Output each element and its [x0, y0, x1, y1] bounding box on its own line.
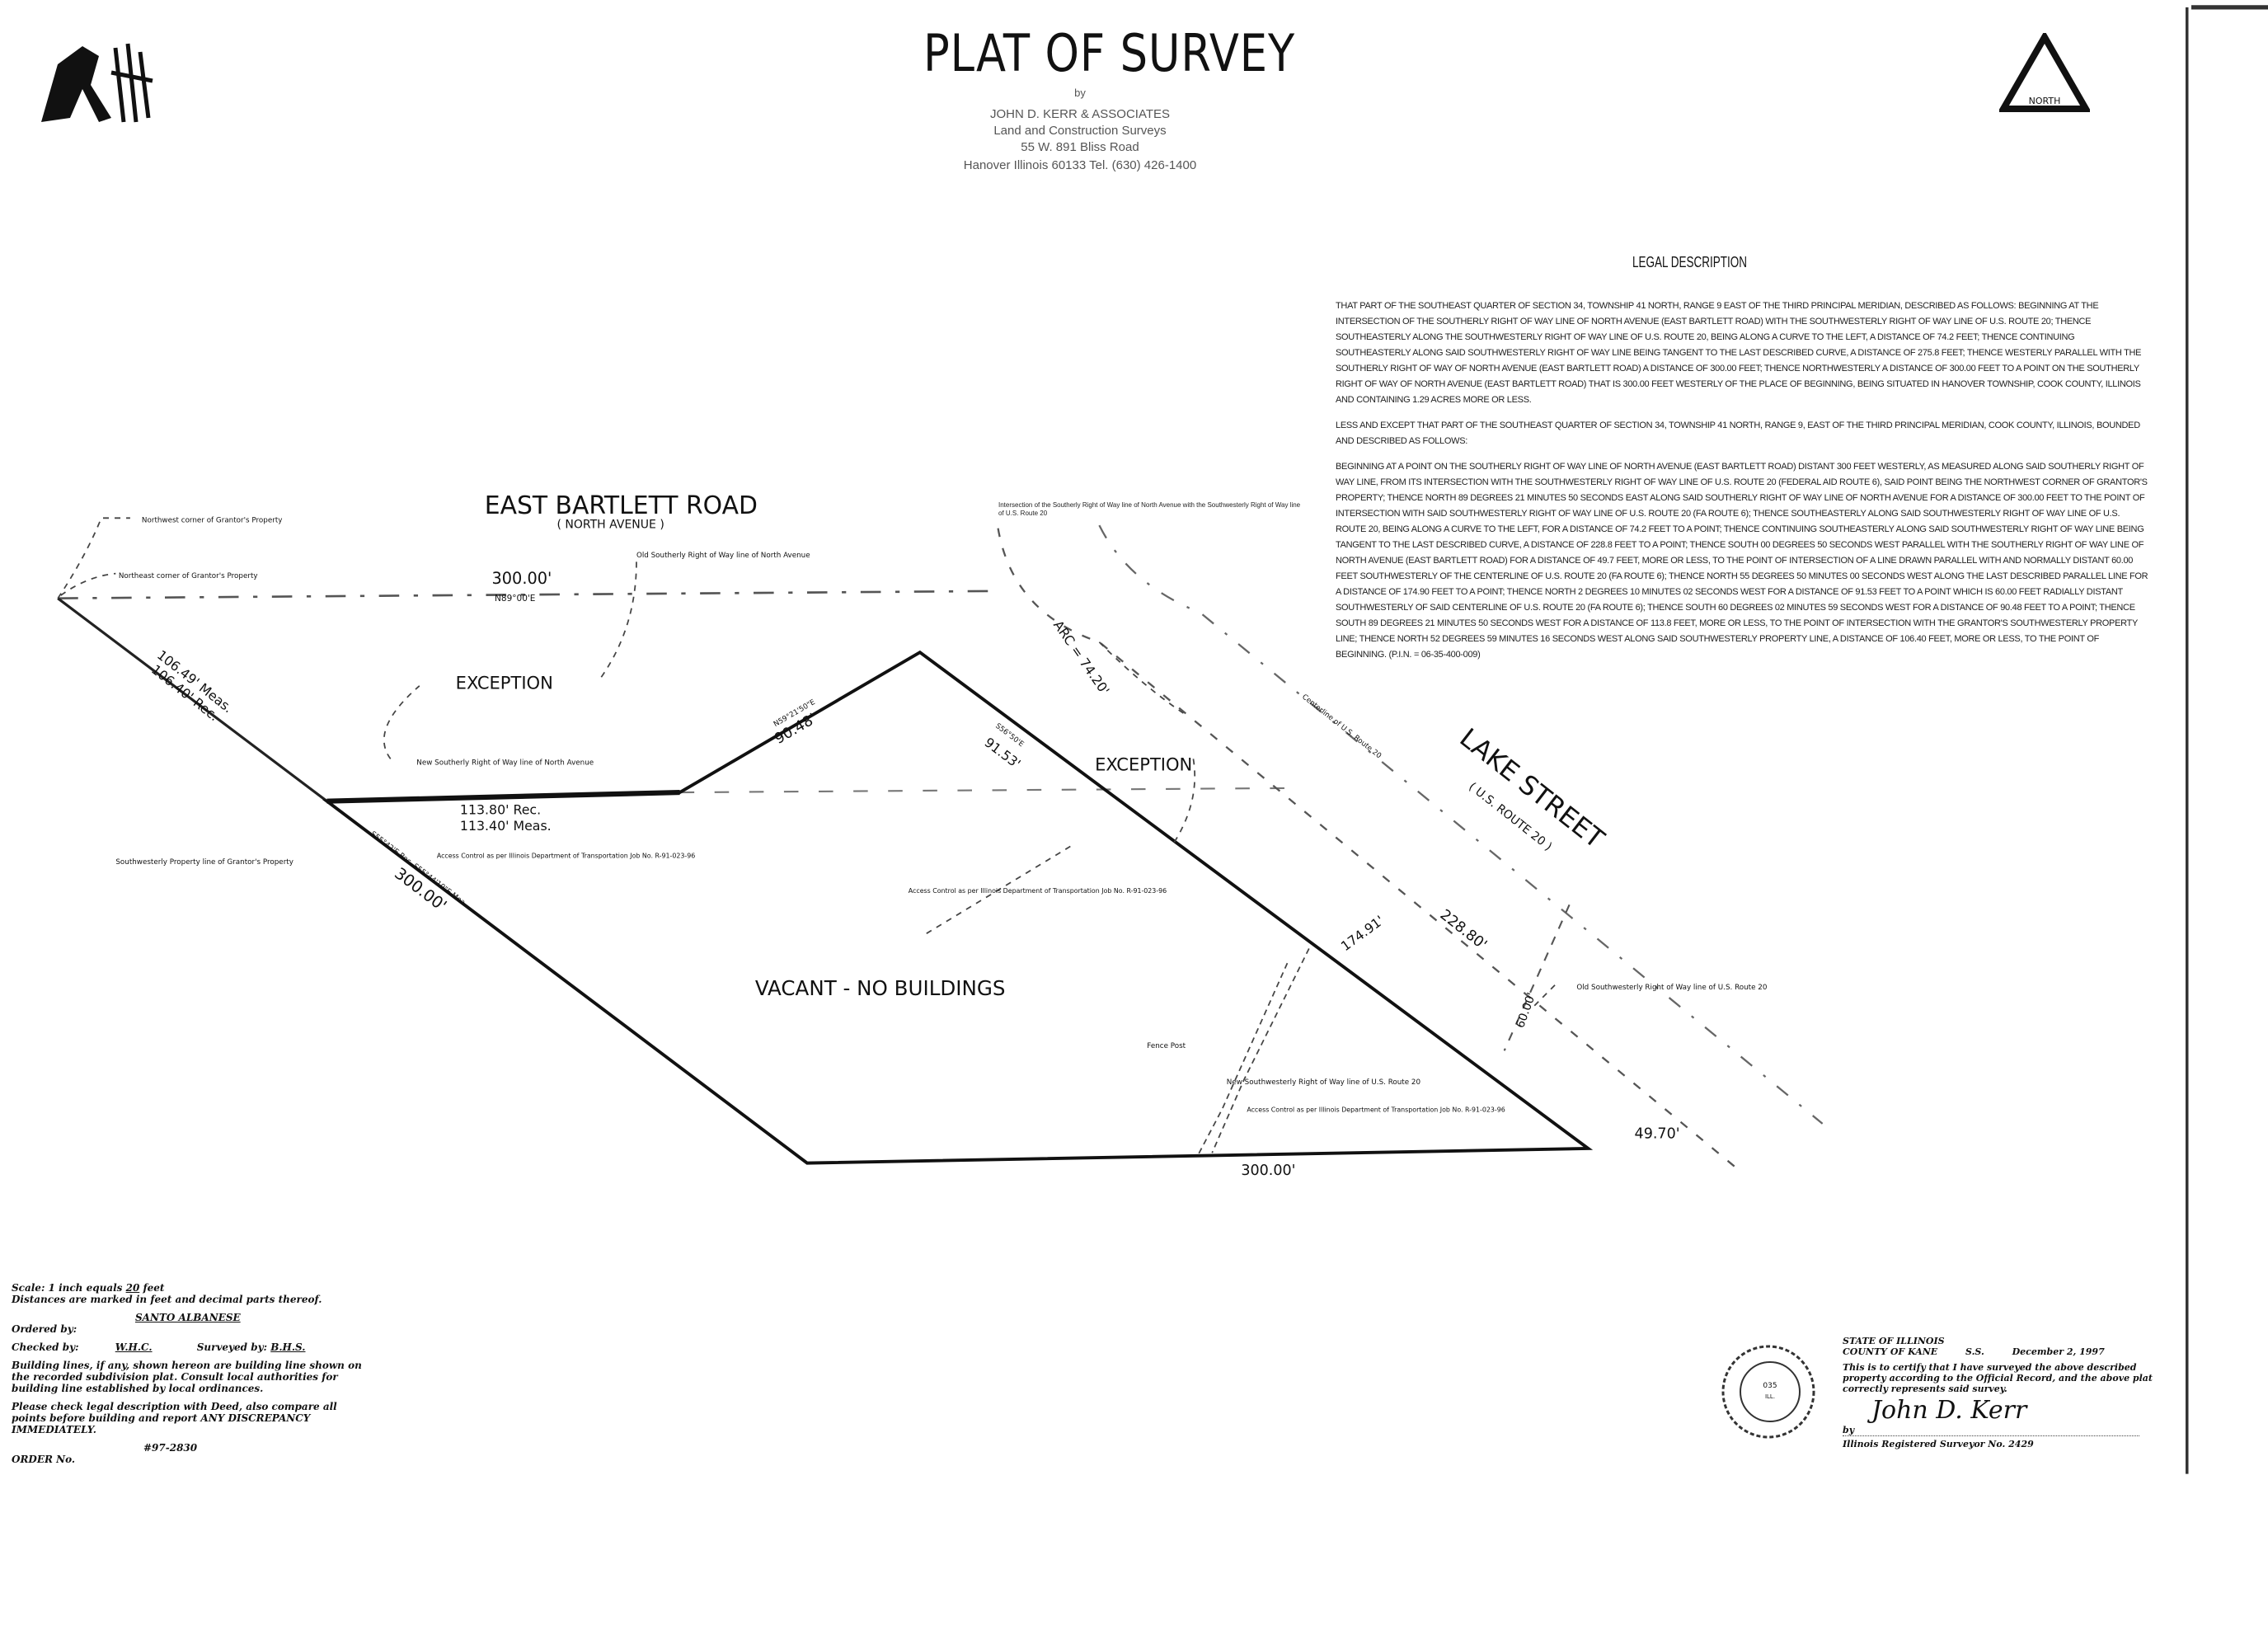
note-centerline: Centerline of U.S. Route 20 — [1300, 693, 1383, 760]
west-property-line — [57, 597, 328, 802]
leader-line — [1098, 641, 1196, 848]
dim-southeast: 174.91' — [1338, 912, 1387, 954]
dim-south-rec: 113.80' Rec. — [460, 802, 541, 818]
note-old-sw-row: Old Southwesterly Right of Way line of U… — [1576, 984, 1767, 992]
note-nw-corner: Northwest corner of Grantor's Property — [142, 517, 283, 525]
check-legal-note: Please check legal description with Deed… — [12, 1401, 337, 1435]
leader-line — [925, 845, 1556, 1008]
arc-length: ARC = 74.20' — [1050, 618, 1113, 698]
firm-line-3: 55 W. 891 Bliss Road — [1021, 140, 1139, 154]
dim-bottom: 300.00' — [1241, 1163, 1295, 1179]
ordered-by-value: SANTO ALBANESE — [135, 1312, 241, 1323]
order-number-value: #97-2830 — [143, 1442, 198, 1454]
surveyed-by-value: B.H.S. — [270, 1341, 306, 1353]
scale-value: 20 — [125, 1282, 140, 1294]
scale-unit: feet — [143, 1282, 165, 1294]
note-southwest-line: Southwesterly Property line of Grantor's… — [115, 858, 293, 867]
legal-description-heading: LEGAL DESCRIPTION — [1632, 254, 1748, 270]
note-intersection: Intersection of the Southerly Right of W… — [998, 501, 1301, 517]
note-fence: Fence Post — [1147, 1042, 1186, 1050]
new-row-line — [679, 787, 1303, 794]
svg-text:ILL.: ILL. — [1765, 1393, 1775, 1400]
dim-north-bearing: N89°00'E — [495, 594, 535, 604]
certificate-date: December 2, 1997 — [2012, 1346, 2105, 1357]
checked-by-label: Checked by: — [12, 1341, 79, 1353]
exception-label: EXCEPTION — [1095, 754, 1192, 774]
north-label: NORTH — [2029, 96, 2061, 106]
access-control-lines — [1196, 948, 1310, 1157]
note-access-1: Access Control as per Illinois Departmen… — [437, 853, 695, 860]
scale-label: Scale: 1 inch equals — [12, 1282, 123, 1294]
legal-description: That part of the Southeast Quarter of Se… — [1336, 298, 2152, 663]
checked-by-value: W.H.C. — [115, 1341, 153, 1353]
leader-line — [60, 572, 116, 596]
dim-lake: 228.80' — [1437, 907, 1490, 954]
svg-text:035: 035 — [1763, 1382, 1777, 1390]
page-title: PLAT OF SURVEY — [923, 23, 1296, 83]
firm-line-4: Hanover Illinois 60133 Tel. (630) 426-14… — [963, 158, 1197, 172]
certificate-text: This is to certify that I have surveyed … — [1843, 1362, 2153, 1394]
survey-notes: Scale: 1 inch equals 20 feet Distances a… — [12, 1282, 374, 1465]
surveyor-seal: 035 ILL. — [1719, 1342, 1818, 1441]
surveyed-by-label: Surveyed by: — [196, 1341, 268, 1353]
legal-paragraph-1: That part of the Southeast Quarter of Se… — [1336, 301, 2142, 405]
legal-paragraph-2: Less and except that part of the Southea… — [1336, 420, 2140, 446]
surveyor-signature: John D. Kerr — [1871, 1396, 2027, 1425]
dim-north: 300.00' — [492, 569, 552, 588]
signature-by: by — [1843, 1425, 2139, 1436]
firm-name: JOHN D. KERR & ASSOCIATES — [989, 107, 1171, 121]
checked-by: Checked by: W.H.C. Surveyed by: B.H.S. — [12, 1341, 374, 1353]
dim-lake-offset: 60.00' — [1514, 991, 1538, 1030]
lake-street-row-line — [997, 528, 1737, 1168]
order-number: #97-2830 ORDER No. — [12, 1442, 374, 1465]
dim-end: 49.70' — [1635, 1125, 1680, 1142]
road-label-east-bartlett: EAST BARTLETT ROAD — [485, 491, 758, 520]
offset-line — [1503, 904, 1571, 1051]
certificate-state: STATE OF ILLINOIS — [1843, 1336, 1945, 1346]
dim-south-meas: 113.40' Meas. — [460, 818, 552, 834]
ordered-by: SANTO ALBANESE Ordered by: — [12, 1312, 374, 1335]
firm-line-2: Land and Construction Surveys — [993, 124, 1167, 138]
scale-note: Scale: 1 inch equals 20 feet Distances a… — [12, 1282, 374, 1305]
north-arrow-icon: NORTH — [1998, 30, 2092, 115]
company-logo — [33, 40, 157, 134]
certificate-header: STATE OF ILLINOIS COUNTY OF KANE S.S. De… — [1843, 1336, 2172, 1357]
new-row-segment — [326, 789, 680, 804]
exception-label: EXCEPTION — [456, 672, 553, 693]
building-lines-note: Building lines, if any, shown hereon are… — [12, 1360, 362, 1394]
note-ne-corner: Northeast corner of Grantor's Property — [119, 572, 258, 580]
note-old-row: Old Southerly Right of Way line of North… — [636, 552, 810, 560]
order-number-label: ORDER No. — [12, 1454, 76, 1465]
leader-line — [383, 561, 637, 759]
certificate-county: COUNTY OF KANE — [1843, 1346, 1938, 1357]
surveyor-registration: Illinois Registered Surveyor No. 2429 — [1843, 1439, 2034, 1449]
note-access-3: Access Control as per Illinois Departmen… — [1247, 1106, 1505, 1114]
note-access-2: Access Control as per Illinois Departmen… — [909, 887, 1167, 895]
road-sublabel-north-avenue: ( NORTH AVENUE ) — [556, 519, 664, 532]
note-new-row: New Southerly Right of Way line of North… — [416, 759, 594, 767]
by-label: by — [1074, 87, 1086, 99]
legal-paragraph-3: Beginning at a point on the Southerly ri… — [1336, 462, 2148, 660]
distances-note: Distances are marked in feet and decimal… — [12, 1294, 322, 1305]
certificate-ss: S.S. — [1965, 1346, 1984, 1357]
vacant-label: VACANT - NO BUILDINGS — [755, 976, 1006, 1000]
leader-line — [57, 517, 130, 599]
note-new-sw-row: New Southwesterly Right of Way line of U… — [1227, 1078, 1421, 1087]
ordered-by-label: Ordered by: — [12, 1323, 77, 1335]
